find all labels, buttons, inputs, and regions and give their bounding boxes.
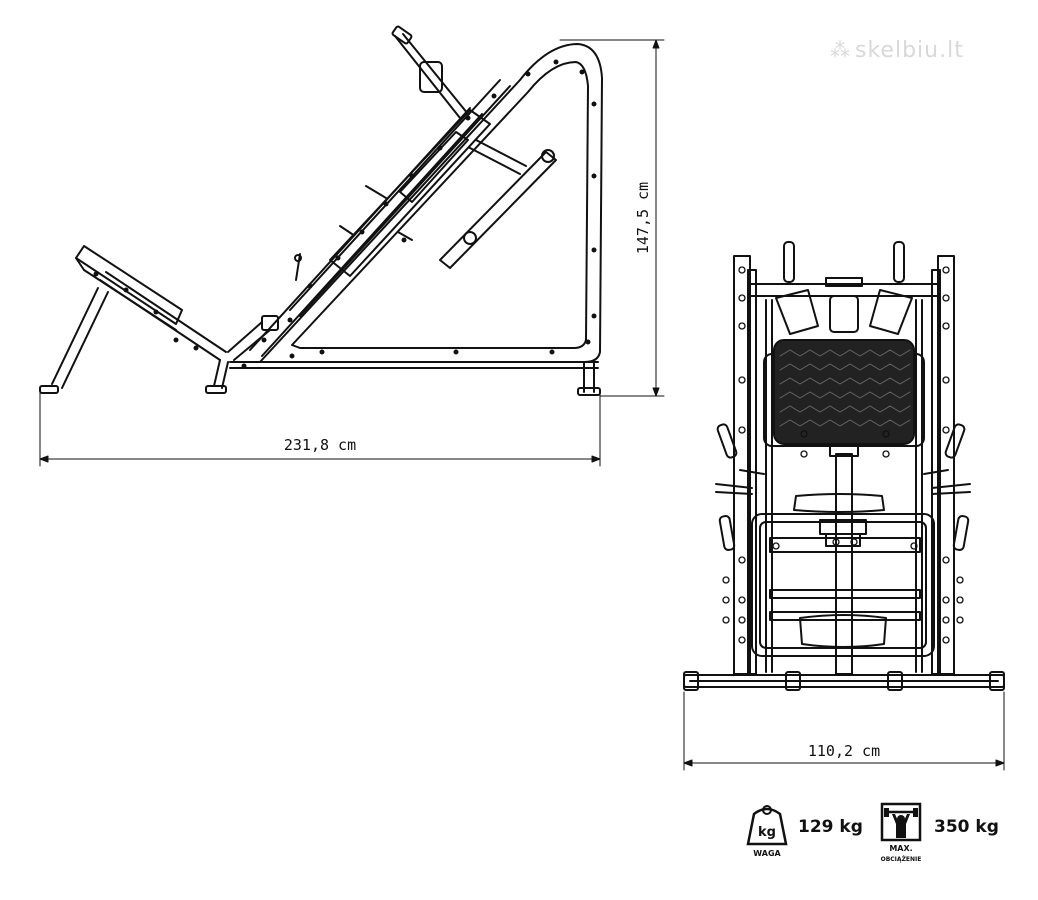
left-upright <box>733 255 751 675</box>
side-handles <box>715 423 971 551</box>
side-frame-inner <box>291 61 589 349</box>
max-load-icon: MAX. OBCIĄŻENIE <box>881 802 922 863</box>
kg-icon-text: kg <box>758 825 776 840</box>
front-leg <box>51 287 99 385</box>
weight-spec: kg WAGA 129 kg <box>746 802 876 862</box>
load-caption: OBCIĄŻENIE <box>881 856 922 863</box>
front-view-drawing <box>683 241 1005 691</box>
height-dimension-label: 147,5 cm <box>634 182 652 254</box>
watermark-text: skelbiu.lt <box>855 38 964 63</box>
front-seat-pad <box>793 493 885 513</box>
max-load-value: 350 kg <box>934 817 999 837</box>
weight-value: 129 kg <box>798 817 863 837</box>
head-pad <box>829 295 859 333</box>
side-view-drawing <box>39 25 603 396</box>
weight-caption: WAGA <box>753 849 781 858</box>
side-dimension-lines <box>39 39 665 467</box>
seat-pad <box>75 245 183 325</box>
max-caption: MAX. <box>889 844 912 853</box>
weight-horn <box>439 151 557 269</box>
side-frame <box>259 43 603 363</box>
left-shoulder-pad <box>775 289 819 335</box>
center-post <box>835 453 853 675</box>
rear-foot <box>577 387 601 396</box>
watermark-logo-icon: ⁂ <box>830 38 851 62</box>
length-dimension-label: 231,8 cm <box>284 436 356 454</box>
max-load-spec: MAX. OBCIĄŻENIE 350 kg <box>878 802 1018 863</box>
watermark: ⁂skelbiu.lt <box>830 38 1020 68</box>
front-foot <box>39 385 59 394</box>
right-upright <box>937 255 955 675</box>
width-dimension-label: 110,2 cm <box>808 742 880 760</box>
right-shoulder-pad <box>869 289 913 335</box>
kg-weight-icon: kg WAGA <box>746 805 788 858</box>
front-dimension-lines <box>683 691 1005 771</box>
sled-carriage <box>329 109 491 277</box>
